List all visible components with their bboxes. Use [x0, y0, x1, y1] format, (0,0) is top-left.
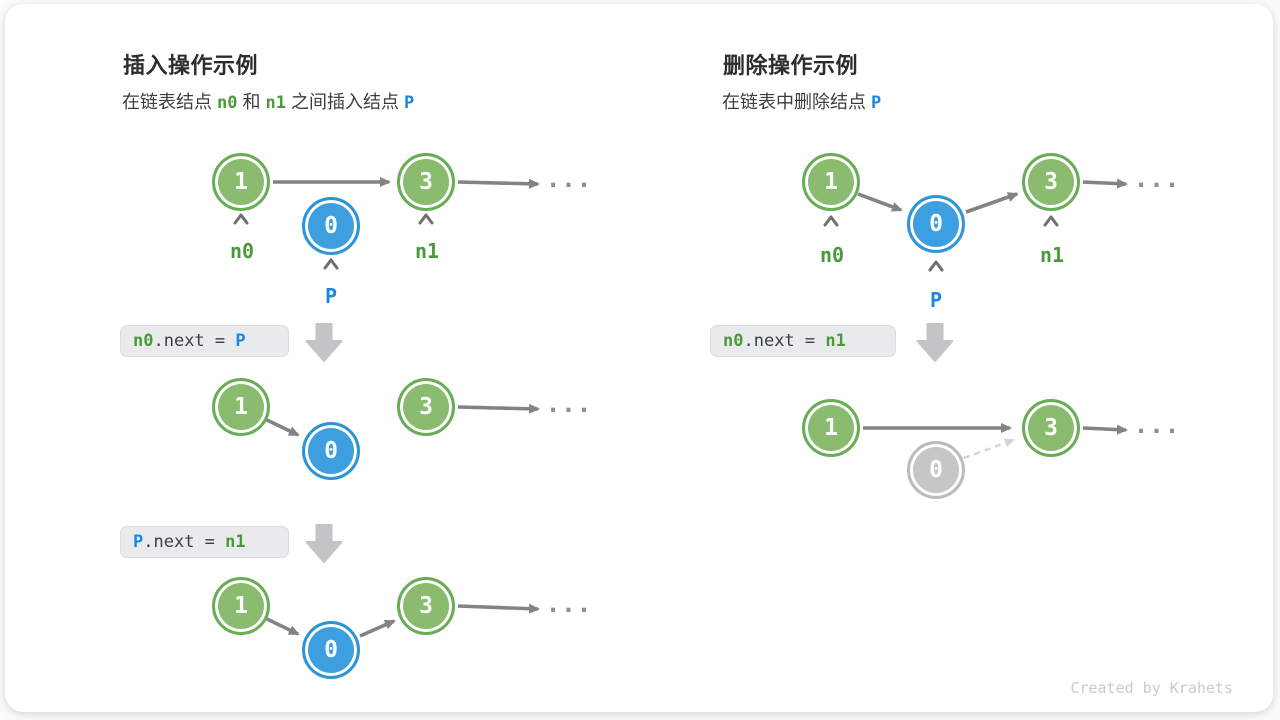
node-ref-p: P	[871, 93, 882, 113]
caret-up-icon	[323, 258, 339, 270]
subtitle-text: 在链表中删除结点	[722, 92, 872, 112]
code-token-p: P	[235, 331, 246, 351]
code-token: .next =	[143, 532, 226, 552]
arrow-icon	[266, 617, 300, 636]
code-box-n0-next-n1: n0.next = n1	[710, 325, 896, 357]
node-value-0-p: 0	[907, 195, 965, 253]
arrow-icon	[457, 403, 540, 414]
arrow-icon	[457, 178, 540, 189]
caret-up-icon	[418, 213, 434, 225]
node-value-3: 3	[1022, 399, 1080, 457]
node-value-3: 3	[397, 577, 455, 635]
pointer-label-n0: n0	[229, 239, 255, 263]
diagram-card: 插入操作示例 在链表结点 n0 和 n1 之间插入结点 P 1 0 3 ... …	[5, 4, 1273, 712]
arrow-icon	[359, 619, 396, 638]
arrow-icon	[457, 603, 540, 614]
insert-panel-title: 插入操作示例	[123, 53, 259, 78]
code-token-p: P	[133, 532, 144, 552]
pointer-label-p: P	[929, 288, 943, 312]
node-value-1: 1	[802, 399, 860, 457]
node-value-1: 1	[802, 153, 860, 211]
list-continues-ellipsis: ...	[1133, 165, 1181, 193]
dashed-removed-link-icon	[963, 438, 1015, 460]
node-value-1: 1	[212, 577, 270, 635]
arrow-icon	[857, 192, 903, 212]
code-box-n0-next-p: n0.next = P	[120, 325, 289, 357]
code-token: .next =	[743, 331, 826, 351]
node-ref-n0: n0	[217, 93, 238, 113]
subtitle-text: 在链表结点	[122, 92, 218, 112]
caret-up-icon	[823, 215, 839, 227]
down-arrow-icon	[305, 524, 343, 563]
node-value-0-removed: 0	[907, 441, 965, 499]
delete-panel-title: 删除操作示例	[723, 53, 859, 78]
node-value-0-p: 0	[302, 197, 360, 255]
down-arrow-icon	[916, 323, 954, 362]
code-token-n0: n0	[133, 331, 154, 351]
arrow-icon	[266, 418, 300, 437]
node-ref-n1: n1	[265, 93, 286, 113]
list-continues-ellipsis: ...	[545, 390, 593, 418]
pointer-label-n1: n1	[1039, 243, 1065, 267]
node-value-3: 3	[397, 378, 455, 436]
code-token-n1: n1	[225, 532, 246, 552]
subtitle-text: 和	[237, 92, 266, 112]
credit-text: Created by Krahets	[1070, 679, 1233, 697]
code-token-n0: n0	[723, 331, 744, 351]
arrow-icon	[1082, 424, 1128, 435]
subtitle-text: 之间插入结点	[286, 92, 405, 112]
arrow-icon	[965, 192, 1019, 214]
list-continues-ellipsis: ...	[1133, 411, 1181, 439]
insert-panel-subtitle: 在链表结点 n0 和 n1 之间插入结点 P	[122, 88, 414, 114]
node-value-3: 3	[1022, 153, 1080, 211]
node-value-1: 1	[212, 378, 270, 436]
caret-up-icon	[233, 213, 249, 225]
node-value-0-p: 0	[302, 422, 360, 480]
list-continues-ellipsis: ...	[545, 165, 593, 193]
code-token-n1: n1	[825, 331, 846, 351]
list-continues-ellipsis: ...	[545, 590, 593, 618]
code-box-p-next-n1: P.next = n1	[120, 526, 289, 558]
node-value-3: 3	[397, 153, 455, 211]
pointer-label-n1: n1	[414, 239, 440, 263]
caret-up-icon	[928, 260, 944, 272]
down-arrow-icon	[305, 323, 343, 362]
node-ref-p: P	[404, 93, 415, 113]
caret-up-icon	[1043, 215, 1059, 227]
delete-panel-subtitle: 在链表中删除结点 P	[722, 88, 881, 114]
pointer-label-n0: n0	[819, 243, 845, 267]
arrow-icon	[1082, 178, 1128, 189]
pointer-label-p: P	[324, 284, 338, 308]
code-token: .next =	[153, 331, 236, 351]
node-value-1: 1	[212, 153, 270, 211]
node-value-0-p: 0	[302, 621, 360, 679]
